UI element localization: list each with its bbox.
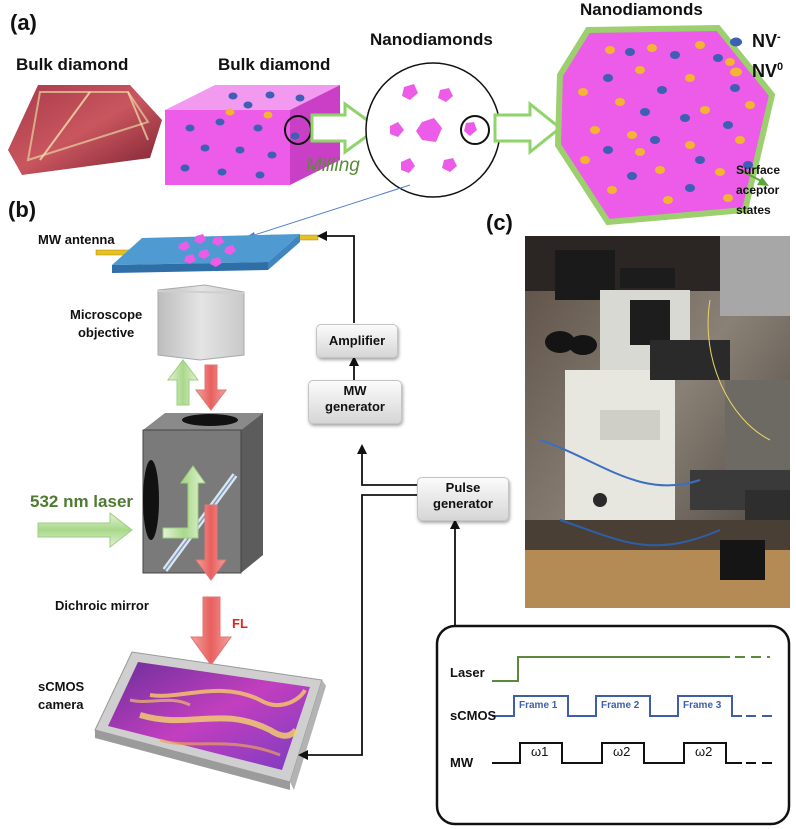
red-beam-cube [195, 504, 227, 581]
legend-nv-zero-label: NV0 [752, 61, 784, 81]
milling-label: Milling [306, 155, 360, 176]
setup-photo [525, 236, 790, 608]
legend-nv-zero-dot [730, 67, 742, 77]
nanodiamonds-circle-label: Nanodiamonds [370, 30, 493, 49]
red-beam-down [195, 364, 227, 411]
surface-acceptor-label: Surface aceptor states [736, 163, 781, 217]
green-beam-up [167, 359, 199, 406]
legend-nv-minus-label: NV- [752, 31, 781, 51]
mw-pulse-1-label: ω1 [531, 744, 549, 759]
bulk-diamond-photo-label: Bulk diamond [16, 55, 129, 74]
amplifier-box: Amplifier [316, 324, 398, 358]
surface-arrow-head [757, 177, 769, 186]
panel-label-a: (a) [10, 10, 37, 35]
frame-2-label: Frame 2 [601, 700, 640, 711]
nanodiamond-circle [365, 62, 501, 198]
timing-row-mw: MW [450, 755, 474, 770]
milling-arrow [310, 101, 381, 155]
nanodiamonds-large-label: Nanodiamonds [580, 0, 703, 19]
legend-nv-minus-dot [730, 37, 742, 47]
frame-3-label: Frame 3 [683, 700, 722, 711]
frame-1-label: Frame 1 [519, 700, 558, 711]
panel-label-b: (b) [8, 197, 37, 222]
mw-pulse-2-label: ω2 [613, 744, 631, 759]
timing-row-laser: Laser [450, 665, 485, 680]
zoom-arrow [493, 100, 563, 156]
fl-arrow [190, 596, 232, 666]
dichroic-cube [142, 413, 263, 574]
zoom-line [244, 184, 411, 239]
panel-label-c: (c) [486, 210, 513, 235]
bulk-diamond-photo [8, 85, 162, 175]
green-beam-elbow [162, 465, 206, 539]
laser-label: 532 nm laser [30, 492, 134, 511]
large-nanodiamond [554, 24, 776, 226]
bulk-diamond-slab-label: Bulk diamond [218, 55, 331, 74]
timing-row-scmos: sCMOS [450, 708, 497, 723]
laser-arrow [37, 511, 133, 549]
dichroic-label: Dichroic mirror [55, 598, 149, 613]
microscope-objective [157, 284, 245, 361]
mw-pulse-3-label: ω2 [695, 744, 713, 759]
mw-antenna-label: MW antenna [38, 232, 115, 247]
scmos-camera [94, 651, 326, 790]
sample-slide [95, 234, 319, 273]
fl-label: FL [232, 616, 248, 631]
timing-diagram [435, 624, 791, 826]
